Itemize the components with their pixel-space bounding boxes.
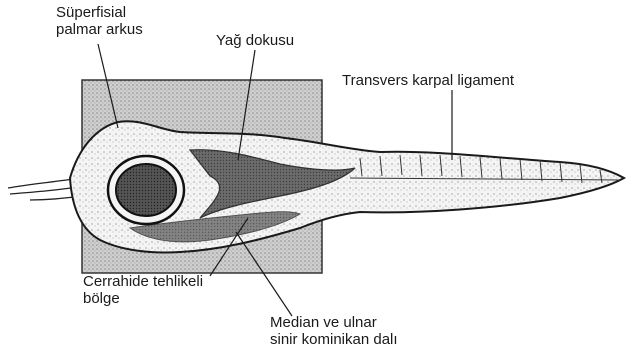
- label-line: bölge: [83, 290, 203, 307]
- label-fat-tissue: Yağ dokusu: [216, 32, 294, 49]
- label-superficial-palmar-arch: Süperfisial palmar arkus: [56, 4, 143, 38]
- label-line: Cerrahide tehlikeli: [83, 273, 203, 290]
- label-line: Median ve ulnar: [270, 314, 398, 331]
- label-line: sinir kominikan dalı: [270, 331, 398, 348]
- label-surgical-danger-zone: Cerrahide tehlikeli bölge: [83, 273, 203, 307]
- label-median-ulnar-branch: Median ve ulnar sinir kominikan dalı: [270, 314, 398, 348]
- label-transverse-carpal-ligament: Transvers karpal ligament: [342, 72, 514, 89]
- label-line: palmar arkus: [56, 21, 143, 38]
- vessel-lumen: [116, 164, 176, 216]
- label-line: Süperfisial: [56, 4, 143, 21]
